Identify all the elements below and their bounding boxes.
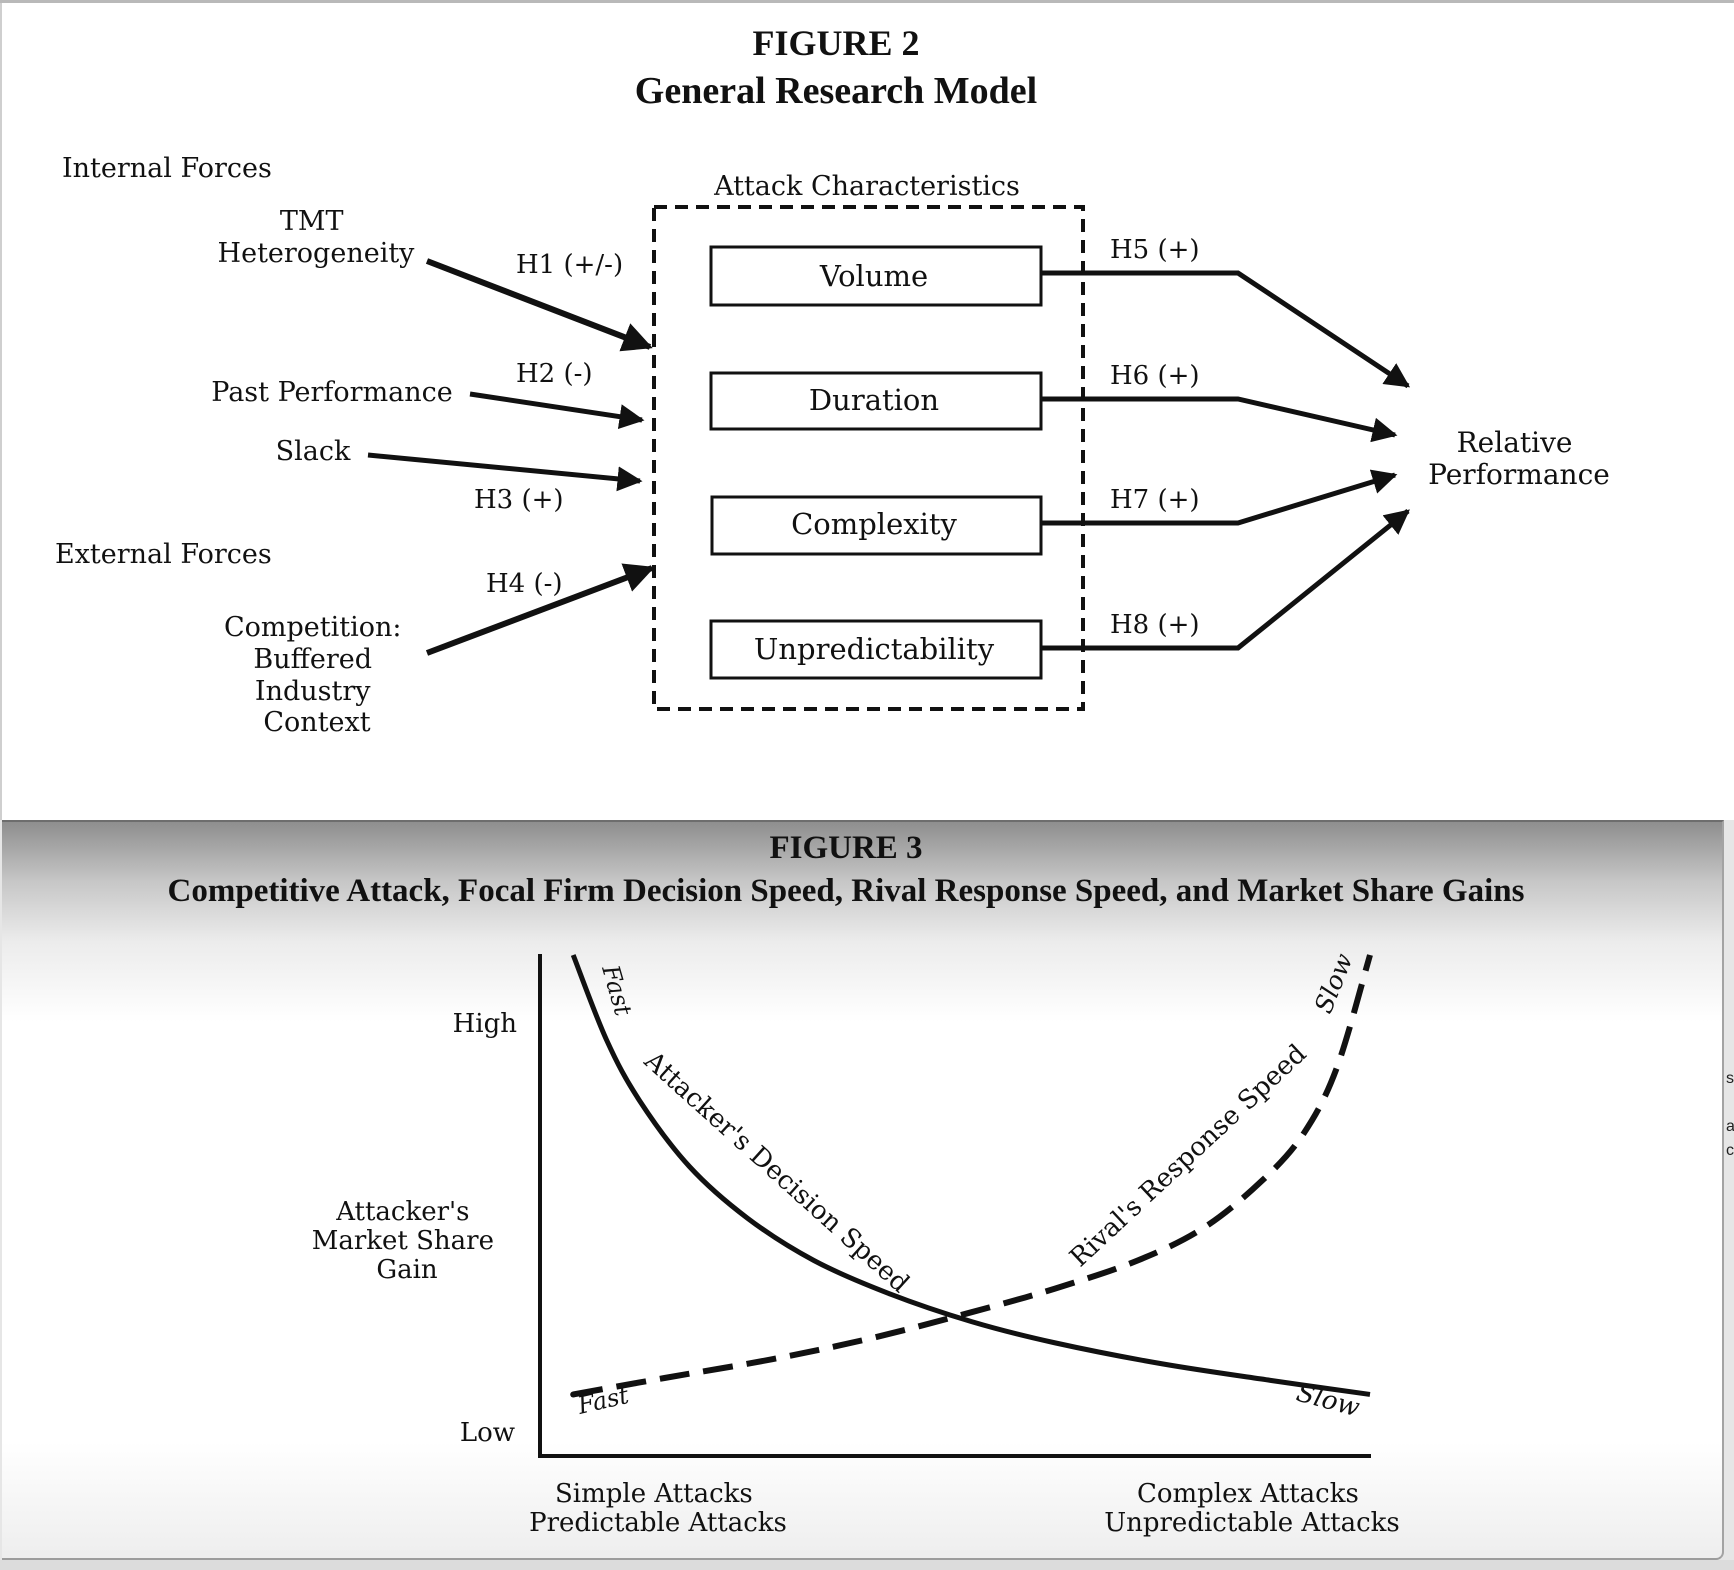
antecedent-competition-line1: Competition: [224,612,402,643]
figure-3-number: FIGURE 3 [769,830,922,866]
hypothesis-h1: H1 (+/-) [516,250,623,280]
background-text-fragment: s [1726,1070,1734,1087]
hypothesis-h7: H7 (+) [1110,485,1200,515]
bottom-strip [0,1560,1734,1570]
characteristic-unpredictability: Unpredictability [709,619,1043,680]
response-speed-end-label: Slow [1309,949,1359,1017]
arrow-h4 [425,563,655,656]
arrow-h7 [1041,469,1398,526]
decision-speed-end-label: Slow [1293,1378,1363,1424]
arrow-h8 [1041,509,1410,651]
y-axis-label-line2: Market Share [312,1226,494,1256]
antecedent-tmt: TMT Heterogeneity [218,206,416,269]
figure-3-window [2,820,1724,1560]
antecedent-competition-line2: Buffered [253,644,372,675]
antecedent-competition-line3: Industry [255,676,371,707]
attack-characteristics-label: Attack Characteristics [713,171,1020,202]
antecedent-competition: Competition: Buffered Industry Context [224,612,410,738]
hypothesis-h4: H4 (-) [486,569,563,599]
attack-characteristics-box [652,205,1085,711]
background-text-cutoff [152,1548,892,1560]
characteristic-duration-label: Duration [809,383,939,417]
decision-speed-label: Attacker's Decision Speed [638,1045,915,1299]
arrow-h6 [1041,396,1398,443]
hypothesis-h6: H6 (+) [1110,361,1200,391]
outcome-relative-performance: Relative Performance [1428,426,1610,491]
antecedent-slack: Slack [276,436,351,467]
x-axis-label-left: Simple Attacks Predictable Attacks [529,1479,787,1538]
x-label-right-line1: Complex Attacks [1137,1479,1359,1509]
x-axis-label-right: Complex Attacks Unpredictable Attacks [1104,1479,1400,1538]
decision-speed-start-label: Fast [596,961,637,1019]
y-axis-label: Attacker's Market Share Gain [312,1197,503,1285]
outcome-line1: Relative [1457,426,1573,459]
y-axis-label-line1: Attacker's [335,1197,469,1227]
antecedent-past-performance: Past Performance [211,377,453,408]
x-label-right-line2: Unpredictable Attacks [1104,1508,1400,1538]
hypothesis-h8: H8 (+) [1110,610,1200,640]
characteristic-duration: Duration [709,371,1043,431]
rival-response-speed-line [572,954,1373,1398]
antecedent-tmt-line1: TMT [280,206,344,237]
arrow-h1 [425,258,653,352]
arrow-h3 [367,452,643,492]
x-label-left-line2: Predictable Attacks [529,1508,787,1538]
antecedent-tmt-line2: Heterogeneity [218,238,416,269]
rival-response-start-point [570,1391,577,1398]
y-tick-low: Low [460,1418,515,1448]
hypothesis-h2: H2 (-) [516,359,593,389]
arrow-h2 [469,391,645,429]
figure-3-title: Competitive Attack, Focal Firm Decision … [168,873,1525,909]
characteristic-complexity: Complexity [710,495,1043,556]
antecedent-competition-line4: Context [263,707,370,738]
characteristic-complexity-label: Complexity [791,507,957,541]
figure-2-number: FIGURE 2 [752,23,919,63]
figure-2-page: FIGURE 2 General Research Model Internal… [0,3,1734,820]
background-text-cutoff [1126,1548,1186,1560]
y-tick-high: High [453,1009,518,1039]
page-edge [0,3,2,820]
figure-2-title: General Research Model [635,70,1037,112]
background-text-fragment: a [1726,1118,1734,1135]
hypothesis-h3: H3 (+) [474,485,564,515]
background-text-fragment: c [1726,1142,1734,1159]
figure-2-diagram: FIGURE 2 General Research Model Internal… [55,23,1610,738]
window-top-border [0,0,1734,3]
response-speed-start-label: Fast [574,1381,632,1420]
outcome-line2: Performance [1428,458,1610,491]
external-forces-label: External Forces [55,539,272,570]
series-layer [570,954,1373,1398]
characteristic-volume-label: Volume [819,259,928,293]
hypothesis-h5: H5 (+) [1110,235,1200,265]
x-label-left-line1: Simple Attacks [555,1479,753,1509]
arrow-h5 [1041,270,1411,389]
y-axis-label-line3: Gain [376,1255,438,1285]
attacker-decision-speed-line [570,954,1371,1397]
characteristic-unpredictability-label: Unpredictability [754,632,995,666]
internal-forces-label: Internal Forces [62,153,272,184]
characteristic-volume: Volume [709,245,1043,307]
